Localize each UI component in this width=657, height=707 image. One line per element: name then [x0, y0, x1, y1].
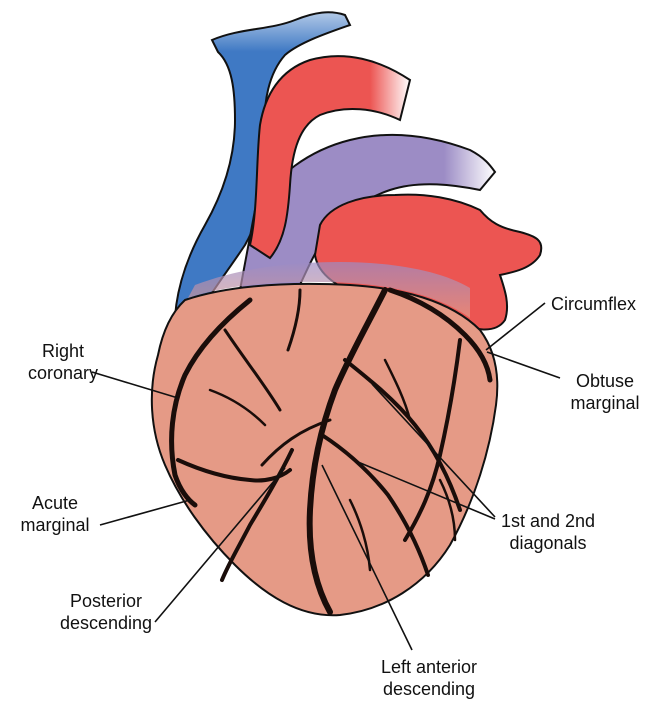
label-obtuse-marginal: Obtuse marginal [560, 370, 650, 414]
label-left-anterior-descending: Left anterior descending [364, 656, 494, 700]
label-circumflex: Circumflex [551, 293, 651, 315]
leader-acute-marginal [100, 500, 190, 525]
label-posterior-descending: Posterior descending [56, 590, 156, 634]
label-acute-marginal: Acute marginal [10, 492, 100, 536]
leader-obtuse-marginal [487, 352, 560, 378]
label-diagonals: 1st and 2nd diagonals [488, 510, 608, 554]
label-right-coronary: Right coronary [18, 340, 108, 384]
